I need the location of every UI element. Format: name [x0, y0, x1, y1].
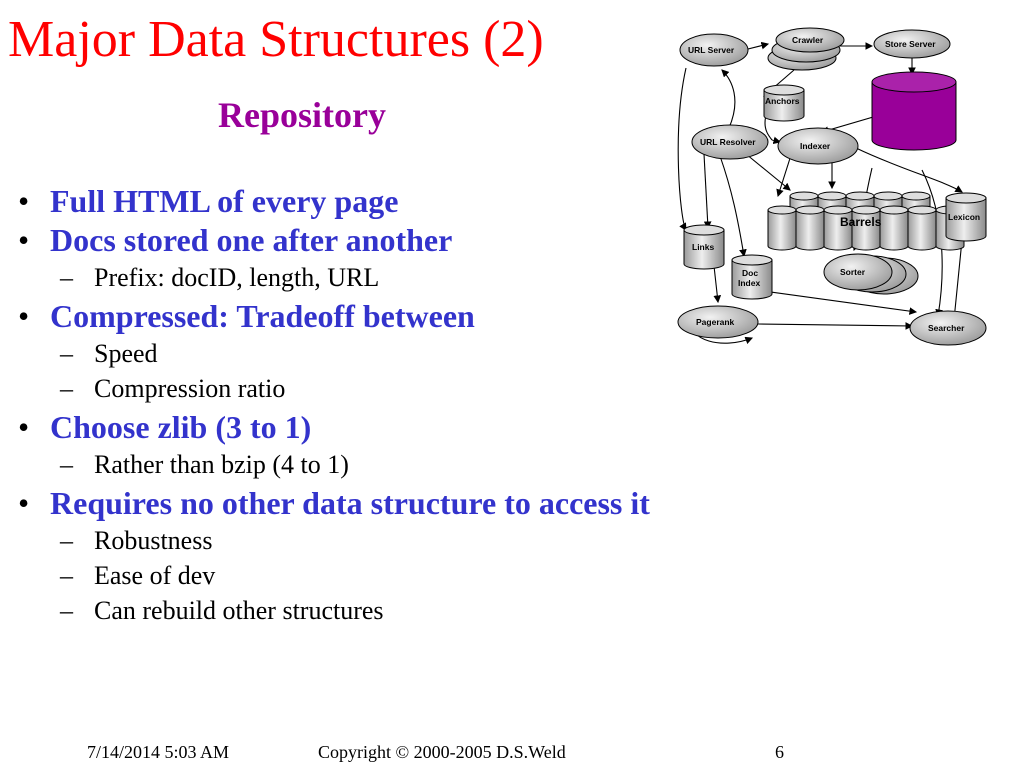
- architecture-diagram: Crawler URL Server Store Server Anchors …: [677, 27, 987, 346]
- lexicon-cylinder: [945, 192, 987, 242]
- sub-item: Ease of dev: [50, 558, 834, 593]
- url-server-node: [679, 33, 749, 67]
- bullet-text: Docs stored one after another: [50, 222, 453, 258]
- bullet-text: Compressed: Tradeoff between: [50, 298, 475, 334]
- sub-list: Prefix: docID, length, URL: [50, 260, 834, 295]
- anchors-label: Anchors: [765, 96, 800, 106]
- slide-title: Major Data Structures (2): [8, 11, 544, 68]
- indexer-label: Indexer: [800, 141, 831, 151]
- barrels-group: [767, 191, 965, 251]
- doc-index-label-line1: Doc: [742, 268, 758, 278]
- bullet-list: Full HTML of every page Docs stored one …: [14, 182, 834, 630]
- bullet-item: Choose zlib (3 to 1) Rather than bzip (4…: [14, 408, 834, 482]
- bullet-item: Full HTML of every page: [14, 182, 834, 221]
- crawler-label: Crawler: [792, 35, 824, 45]
- anchors-cylinder: [763, 84, 805, 122]
- bullet-text: Full HTML of every page: [50, 183, 399, 219]
- bullet-text: Choose zlib (3 to 1): [50, 409, 312, 445]
- footer-copyright: Copyright © 2000-2005 D.S.Weld: [318, 742, 566, 762]
- url-server-label: URL Server: [688, 45, 735, 55]
- sub-item: Speed: [50, 336, 834, 371]
- repository-cylinder: [871, 71, 957, 151]
- footer-page-number: 6: [775, 742, 784, 762]
- sub-list: Rather than bzip (4 to 1): [50, 447, 834, 482]
- store-server-node: [873, 29, 951, 59]
- links-label: Links: [692, 242, 714, 252]
- sub-list: Robustness Ease of dev Can rebuild other…: [50, 523, 834, 628]
- lexicon-label: Lexicon: [948, 212, 980, 222]
- searcher-node: [909, 310, 987, 346]
- sub-item: Rather than bzip (4 to 1): [50, 447, 834, 482]
- crawler-node: [775, 27, 845, 53]
- bullet-item: Compressed: Tradeoff between Speed Compr…: [14, 297, 834, 406]
- store-server-label: Store Server: [885, 39, 936, 49]
- sorter-label: Sorter: [840, 267, 866, 277]
- pagerank-node: [677, 305, 759, 339]
- slide-subtitle: Repository: [218, 95, 386, 135]
- indexer-node: [777, 127, 859, 165]
- bullet-item: Docs stored one after another Prefix: do…: [14, 221, 834, 295]
- doc-index-cylinder: [731, 254, 773, 300]
- sub-item: Prefix: docID, length, URL: [50, 260, 834, 295]
- links-cylinder: [683, 224, 725, 270]
- url-resolver-node: [691, 124, 769, 160]
- pagerank-label: Pagerank: [696, 317, 735, 327]
- doc-index-label-line2: Index: [738, 278, 760, 288]
- sub-list: Speed Compression ratio: [50, 336, 834, 406]
- searcher-label: Searcher: [928, 323, 965, 333]
- sub-item: Robustness: [50, 523, 834, 558]
- barrels-label: Barrels: [840, 215, 882, 229]
- sub-item: Compression ratio: [50, 371, 834, 406]
- sorter-node: [823, 253, 893, 291]
- bullet-item: Requires no other data structure to acce…: [14, 484, 834, 628]
- url-resolver-label: URL Resolver: [700, 137, 756, 147]
- footer-date: 7/14/2014 5:03 AM: [87, 742, 230, 762]
- sub-item: Can rebuild other structures: [50, 593, 834, 628]
- bullet-text: Requires no other data structure to acce…: [50, 485, 650, 521]
